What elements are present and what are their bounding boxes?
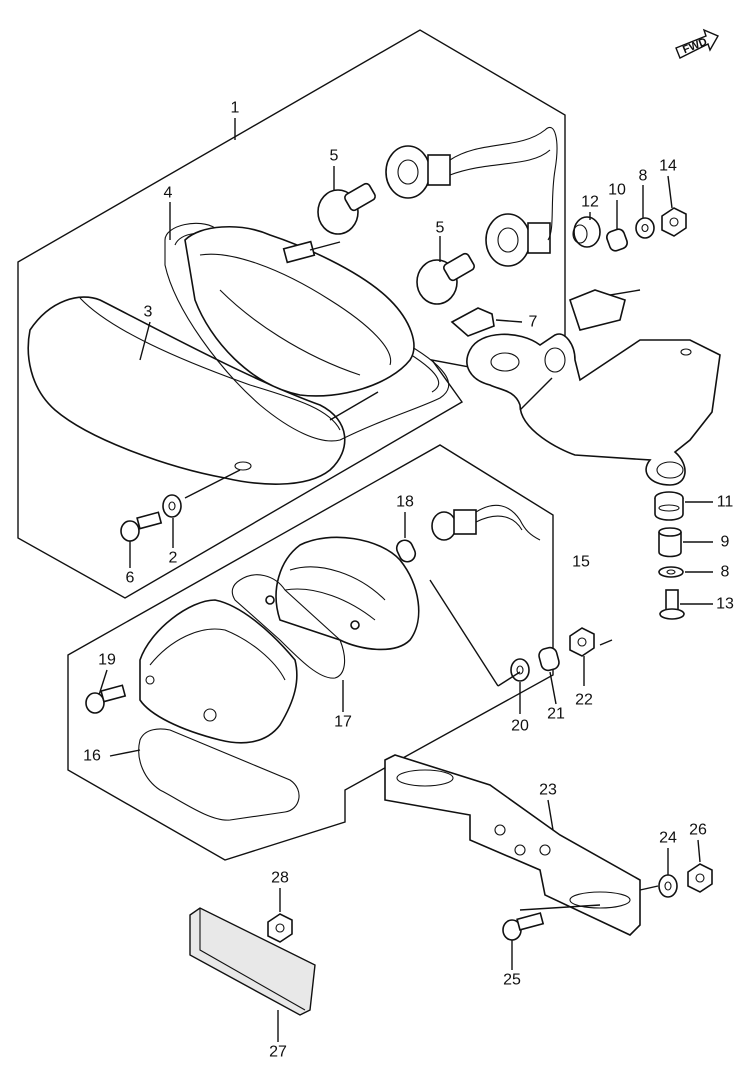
callout-22: 22	[575, 692, 593, 709]
callout-17: 17	[334, 714, 352, 731]
mounting-bracket-part	[466, 289, 721, 486]
callout-10: 10	[608, 182, 626, 199]
bulb-icon	[416, 252, 475, 305]
callout-26: 26	[689, 822, 707, 839]
socket-icon	[385, 145, 451, 199]
nut-icon	[569, 627, 595, 657]
washer-icon	[658, 566, 684, 578]
bulb-icon	[395, 539, 417, 563]
callout-1: 1	[231, 100, 240, 117]
nut-icon	[687, 863, 713, 893]
callout-27: 27	[269, 1044, 287, 1061]
callout-4: 4	[164, 185, 173, 202]
license-lens-part	[139, 599, 298, 744]
license-plate-bracket-part	[384, 754, 641, 936]
bolt-icon	[659, 589, 685, 620]
collar-part	[606, 228, 628, 252]
callout-24: 24	[659, 830, 677, 847]
nut-icon	[267, 913, 293, 943]
callout-16: 16	[83, 748, 101, 765]
callout-18: 18	[396, 494, 414, 511]
callout-2: 2	[169, 550, 178, 567]
callout-5: 5	[330, 148, 339, 165]
upper-assembly-outline	[17, 29, 566, 599]
lamp-housing-part	[184, 226, 415, 397]
washer-icon	[162, 494, 182, 518]
callout-7: 7	[529, 314, 538, 331]
callout-3: 3	[144, 304, 153, 321]
callout-8: 8	[639, 168, 648, 185]
callout-8: 8	[721, 564, 730, 581]
fwd-arrow-icon: FWD	[675, 28, 719, 59]
screw-icon	[502, 912, 545, 941]
callout-14: 14	[659, 158, 677, 175]
grommet-part	[572, 216, 601, 248]
callout-28: 28	[271, 870, 289, 887]
callout-19: 19	[98, 652, 116, 669]
collar-part	[658, 527, 682, 558]
callout-20: 20	[511, 718, 529, 735]
socket-icon	[485, 213, 551, 267]
callout-6: 6	[126, 570, 135, 587]
grommet-part	[654, 491, 684, 521]
washer-icon	[510, 658, 530, 682]
callout-21: 21	[547, 706, 565, 723]
screw-icon	[120, 511, 163, 542]
fwd-label: FWD	[681, 36, 709, 57]
wiring-harness	[475, 504, 541, 541]
callout-15: 15	[572, 554, 590, 571]
seal-part	[138, 728, 300, 821]
washer-icon	[658, 874, 678, 898]
bulb-icon	[317, 182, 376, 235]
callout-13: 13	[716, 596, 734, 613]
callout-12: 12	[581, 194, 599, 211]
callout-11: 11	[717, 494, 734, 511]
screw-icon	[85, 684, 127, 714]
callout-25: 25	[503, 972, 521, 989]
leader-lines	[98, 118, 713, 1042]
socket-icon	[431, 509, 477, 541]
lower-assembly-outline	[67, 444, 554, 861]
callout-5: 5	[436, 220, 445, 237]
collar-part	[538, 646, 560, 672]
nut-icon	[661, 207, 687, 237]
reflector-part	[189, 907, 316, 1016]
license-lamp-housing-part	[265, 536, 420, 651]
callout-23: 23	[539, 782, 557, 799]
wiring-harness	[449, 127, 558, 241]
tail-lens-part	[27, 296, 346, 485]
clip-part	[450, 307, 495, 337]
callout-9: 9	[721, 534, 730, 551]
gasket-part	[231, 574, 346, 679]
washer-icon	[635, 217, 655, 239]
